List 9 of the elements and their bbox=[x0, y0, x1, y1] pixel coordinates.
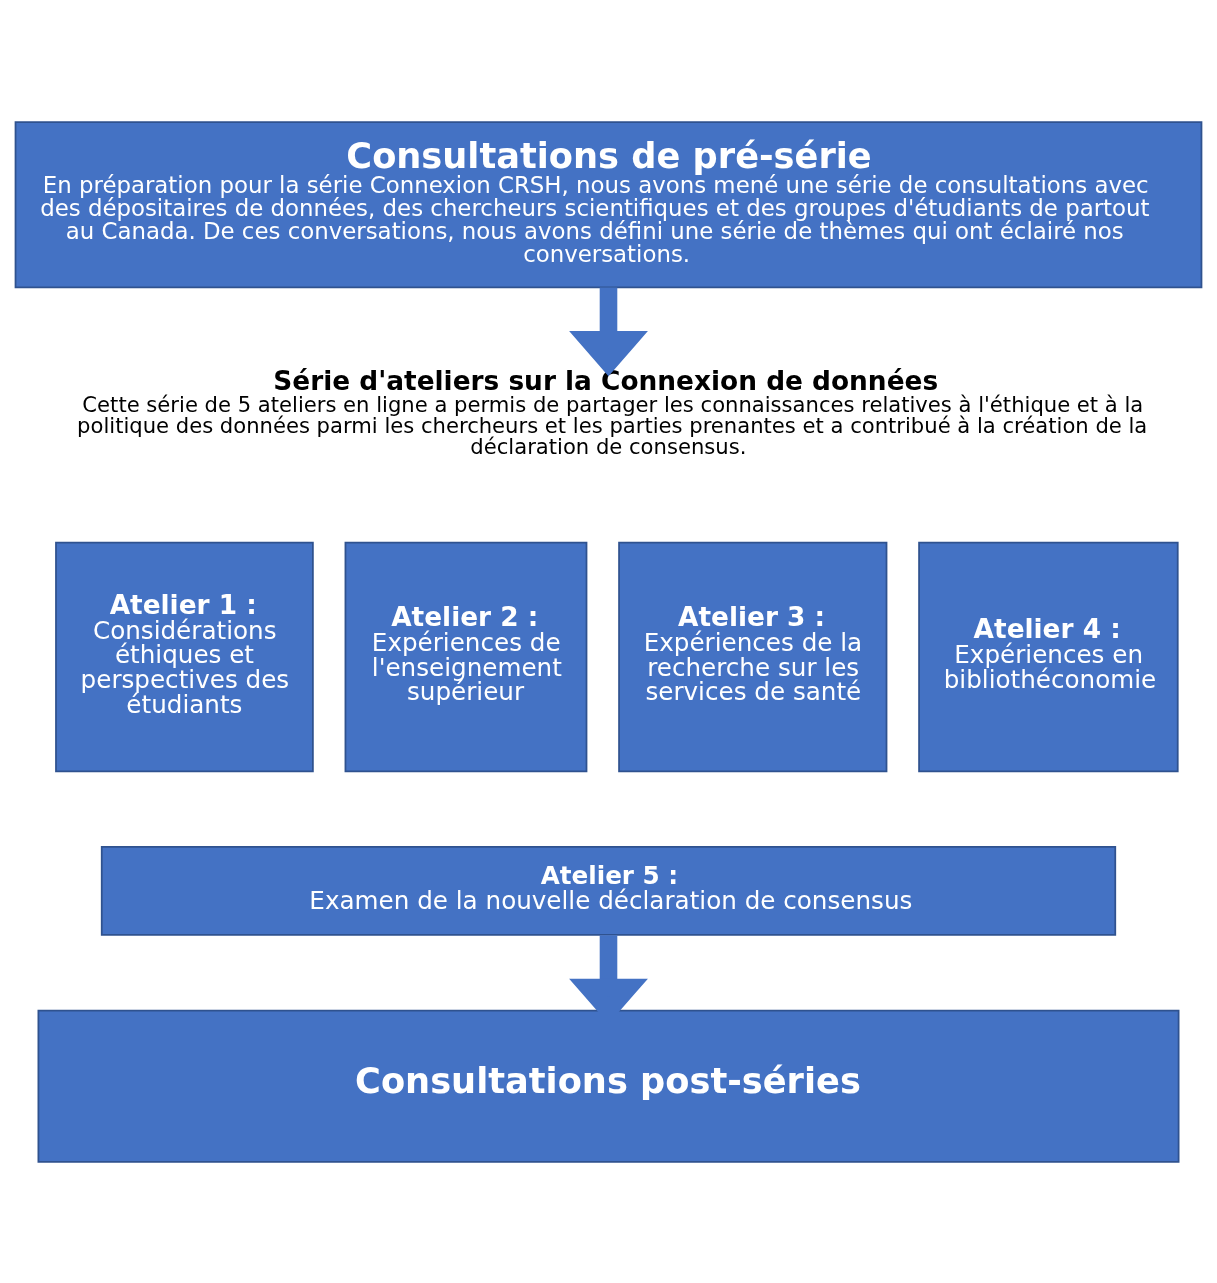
arrow bbox=[569, 287, 648, 376]
node-box: Atelier 3 : Expériences de la recherche sur les services de santé bbox=[618, 541, 888, 772]
node-box: Atelier 4 : Expériences en bibliothéconomie bbox=[918, 541, 1179, 772]
node-text: Série d'ateliers sur la Connexion de données Cette série de 5 ateliers en ligne a permis de partager les connaissances relatives à l'éthique et à la politique des données parmi les chercheurs et les parties prenantes et a contribué à la création de la déclaration de consensus. bbox=[77, 365, 1148, 459]
node-box: Atelier 2 : Expériences de l'enseignement supérieur bbox=[344, 541, 588, 772]
node-box: Consultations de pré-série En préparation pour la série Connexion CRSH, nous avons mené une série de consultations avec des dépositaires de données, des chercheurs scientifiques et des groupes d'étudiants de partout au Canada. De ces conversations, nous avons défini une série de thèmes qui ont éclairé nos conversations. bbox=[14, 120, 1203, 288]
node-box: Consultations post-séries bbox=[37, 1009, 1180, 1163]
node-box: Atelier 5 : Examen de la nouvelle déclaration de consensus bbox=[100, 845, 1117, 936]
node-box: Atelier 1 : Considérations éthiques et perspectives des étudiants bbox=[55, 541, 314, 772]
